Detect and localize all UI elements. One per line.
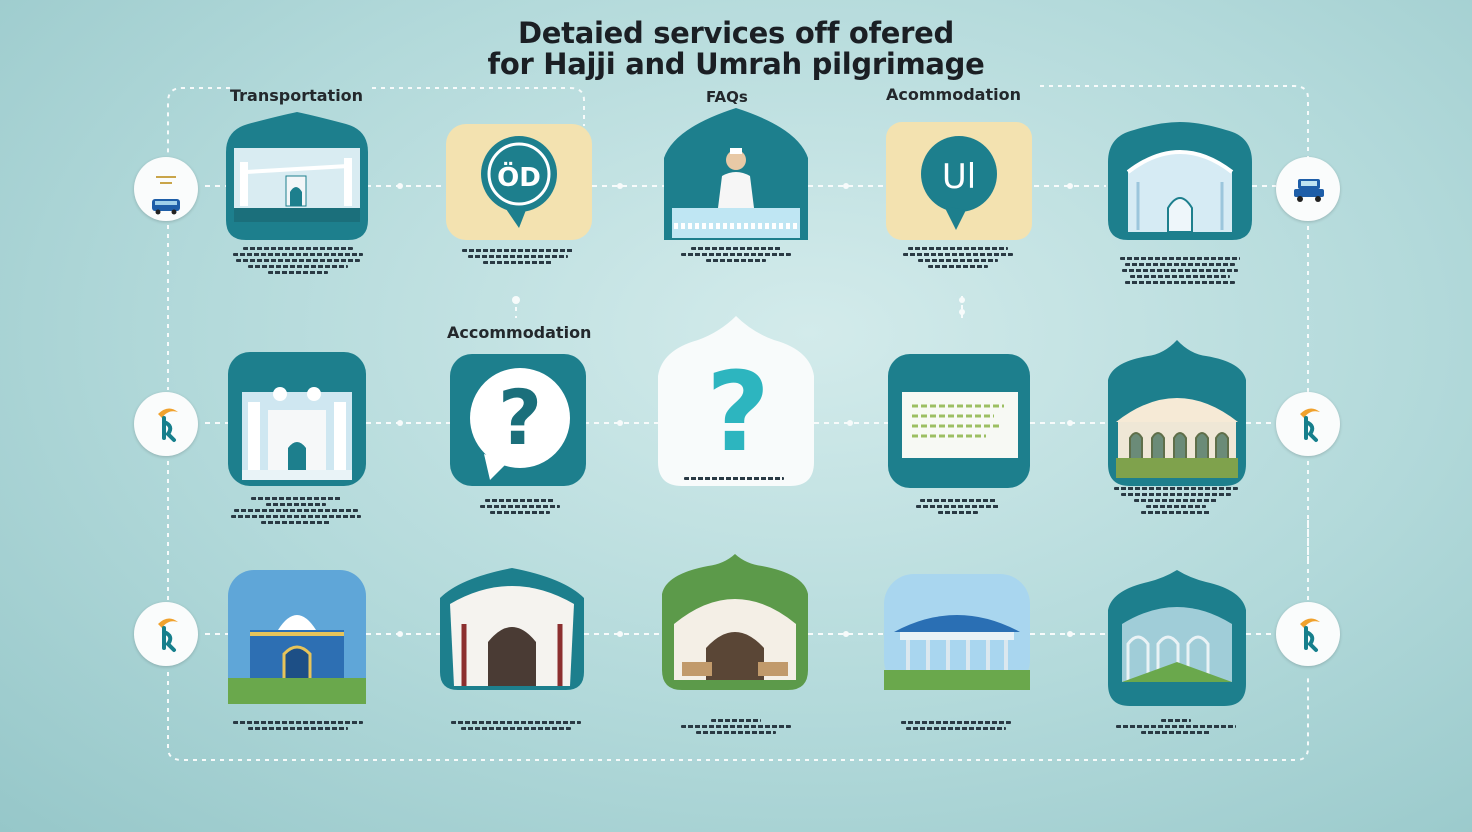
title-line-1: Detaied services off ofered [517,16,955,50]
document-card[interactable] [888,354,1030,488]
caption-pavilion-2 [886,718,1026,733]
page-title: Detaied services off ofered for Hajji an… [0,18,1472,80]
svg-text:Ul: Ul [942,157,976,197]
caption-mosque-3 [228,718,368,733]
crescent-icon[interactable] [1276,602,1340,666]
caption-faq [448,246,588,267]
caption-pilgrim [666,244,806,265]
caption-transportation [228,244,368,277]
caption-tent [446,718,586,733]
svg-text:ÖD: ÖD [497,160,541,193]
mosque-card[interactable] [1108,122,1252,240]
caption-question [450,496,590,517]
caption-mosque-2 [226,494,366,527]
label-accommodation: Accommodation [447,323,592,342]
crescent-icon[interactable] [1276,392,1340,456]
svg-text:?: ? [706,348,770,476]
label-acommodation: Acommodation [886,85,1021,104]
question-card[interactable]: ? [658,316,814,486]
crescent-icon[interactable] [134,602,198,666]
caption-mosque [1110,254,1250,287]
caption-tent-3 [1106,716,1246,737]
transportation-card[interactable] [226,112,368,240]
pavilion-card[interactable] [884,574,1030,690]
accommodation-chat-card[interactable]: Ul [886,122,1032,240]
label-faqs: FAQs [706,88,748,106]
mosque-card[interactable] [228,352,366,486]
faq-chat-card[interactable]: ÖD [446,124,592,240]
car-icon[interactable] [1276,157,1340,221]
tent-card[interactable] [662,554,808,690]
tent-card[interactable] [1108,570,1246,706]
svg-text:?: ? [498,373,542,462]
caption-accommodation [888,244,1028,271]
caption-tent-2 [666,716,806,737]
pavilion-card[interactable] [1108,340,1246,486]
label-transportation: Transportation [230,86,364,105]
caption-question-2 [664,474,804,483]
mosque-card[interactable] [228,570,366,704]
pilgrim-card[interactable] [664,108,808,240]
crescent-icon[interactable] [134,392,198,456]
caption-document [888,496,1028,517]
question-card[interactable]: ? [450,354,586,486]
title-line-2: for Hajji and Umrah pilgrimage [487,47,985,81]
bus-icon[interactable] [134,157,198,221]
tent-card[interactable] [440,568,584,690]
caption-pavilion [1106,484,1246,517]
